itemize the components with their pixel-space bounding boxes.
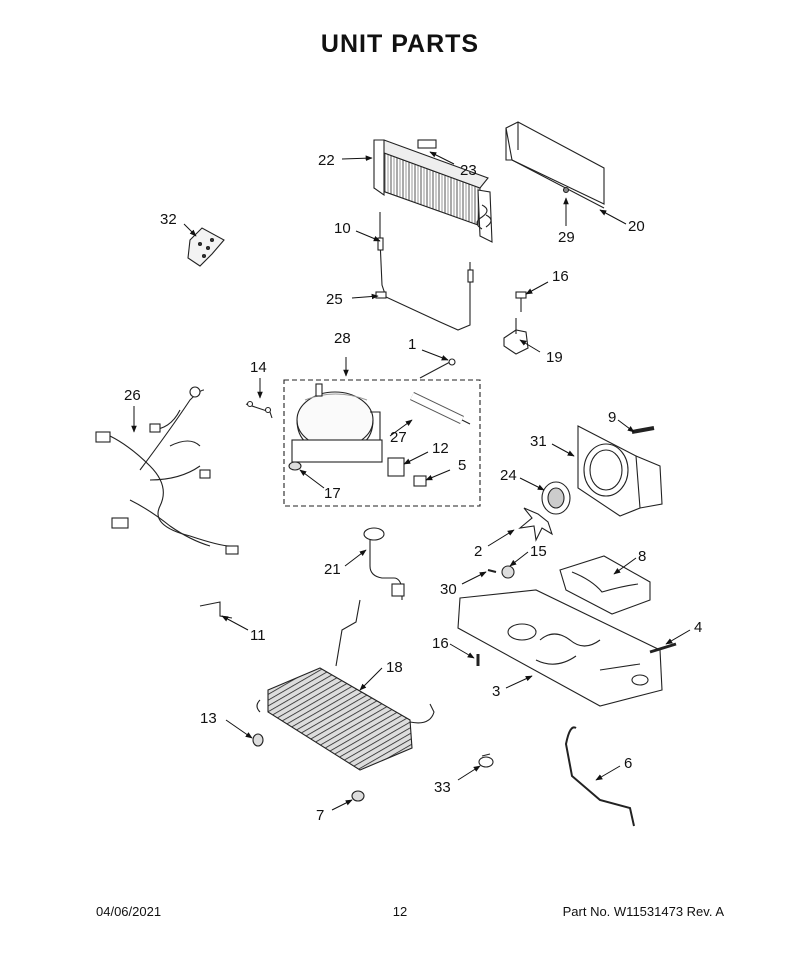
callout-label: 5 xyxy=(458,457,466,474)
spacer xyxy=(501,565,515,579)
condenser-fan-shroud xyxy=(577,425,663,517)
callout-label: 32 xyxy=(160,211,177,228)
callout-label: 16 xyxy=(432,635,449,652)
compressor-mounting-bracket xyxy=(559,555,651,615)
callout-label: 20 xyxy=(628,218,645,235)
callout-label: 27 xyxy=(390,429,407,446)
wire-harness xyxy=(95,386,239,555)
callout-label: 16 xyxy=(552,268,569,285)
callout-label: 1 xyxy=(408,336,416,353)
callout-label: 21 xyxy=(324,561,341,578)
ground-wire xyxy=(199,601,233,619)
callout-label: 3 xyxy=(492,683,500,700)
footer-part-number: Part No. W11531473 Rev. A xyxy=(562,904,724,919)
callout-label: 18 xyxy=(386,659,403,676)
filter-drier xyxy=(410,358,471,425)
screw xyxy=(487,569,497,573)
callout-label: 25 xyxy=(326,291,343,308)
mounting-screw xyxy=(649,642,677,654)
callout-label: 24 xyxy=(500,467,517,484)
air-duct-cover xyxy=(505,121,605,209)
page-title: UNIT PARTS xyxy=(320,30,480,58)
footer-page-number: 12 xyxy=(392,904,408,919)
callout-label: 9 xyxy=(608,409,616,426)
callout-label: 26 xyxy=(124,387,141,404)
temperature-sensor xyxy=(478,753,494,768)
compressor xyxy=(291,383,383,463)
callout-label: 10 xyxy=(334,220,351,237)
water-tube xyxy=(564,726,635,827)
drain-tube xyxy=(363,527,405,600)
callout-arrows xyxy=(131,151,691,811)
callout-label: 4 xyxy=(694,619,702,636)
clip xyxy=(252,733,264,747)
callout-label: 33 xyxy=(434,779,451,796)
callout-labels: 22 23 20 29 32 10 25 16 19 1 28 14 26 27… xyxy=(124,152,702,824)
condenser-coil xyxy=(256,599,435,771)
screw-and-bracket xyxy=(503,291,529,355)
callout-label: 12 xyxy=(432,440,449,457)
callout-label: 15 xyxy=(530,543,547,560)
callout-label: 30 xyxy=(440,581,457,598)
control-board xyxy=(187,227,225,267)
callout-label: 2 xyxy=(474,543,482,560)
callout-label: 23 xyxy=(460,162,477,179)
condenser-fan-motor xyxy=(518,481,571,542)
callout-label: 19 xyxy=(546,349,563,366)
callout-label: 14 xyxy=(250,359,267,376)
callout-label: 22 xyxy=(318,152,335,169)
compressor-assembly-box xyxy=(283,379,481,507)
mounting-strap xyxy=(245,400,273,419)
callout-label: 17 xyxy=(324,485,341,502)
start-relay xyxy=(387,457,427,487)
defrost-heater-wire xyxy=(375,212,474,331)
callout-label: 7 xyxy=(316,807,324,824)
part-drawings xyxy=(95,121,677,827)
machine-compartment-base xyxy=(457,589,663,707)
evaporator-coil xyxy=(373,139,493,243)
callout-label: 28 xyxy=(334,330,351,347)
plug xyxy=(351,790,365,802)
callout-label: 13 xyxy=(200,710,217,727)
callout-label: 6 xyxy=(624,755,632,772)
grommet xyxy=(288,461,302,471)
callout-label: 11 xyxy=(250,627,266,644)
callout-label: 31 xyxy=(530,433,547,450)
footer-date: 04/06/2021 xyxy=(96,904,162,919)
callout-label: 29 xyxy=(558,229,575,246)
callout-label: 8 xyxy=(638,548,646,565)
